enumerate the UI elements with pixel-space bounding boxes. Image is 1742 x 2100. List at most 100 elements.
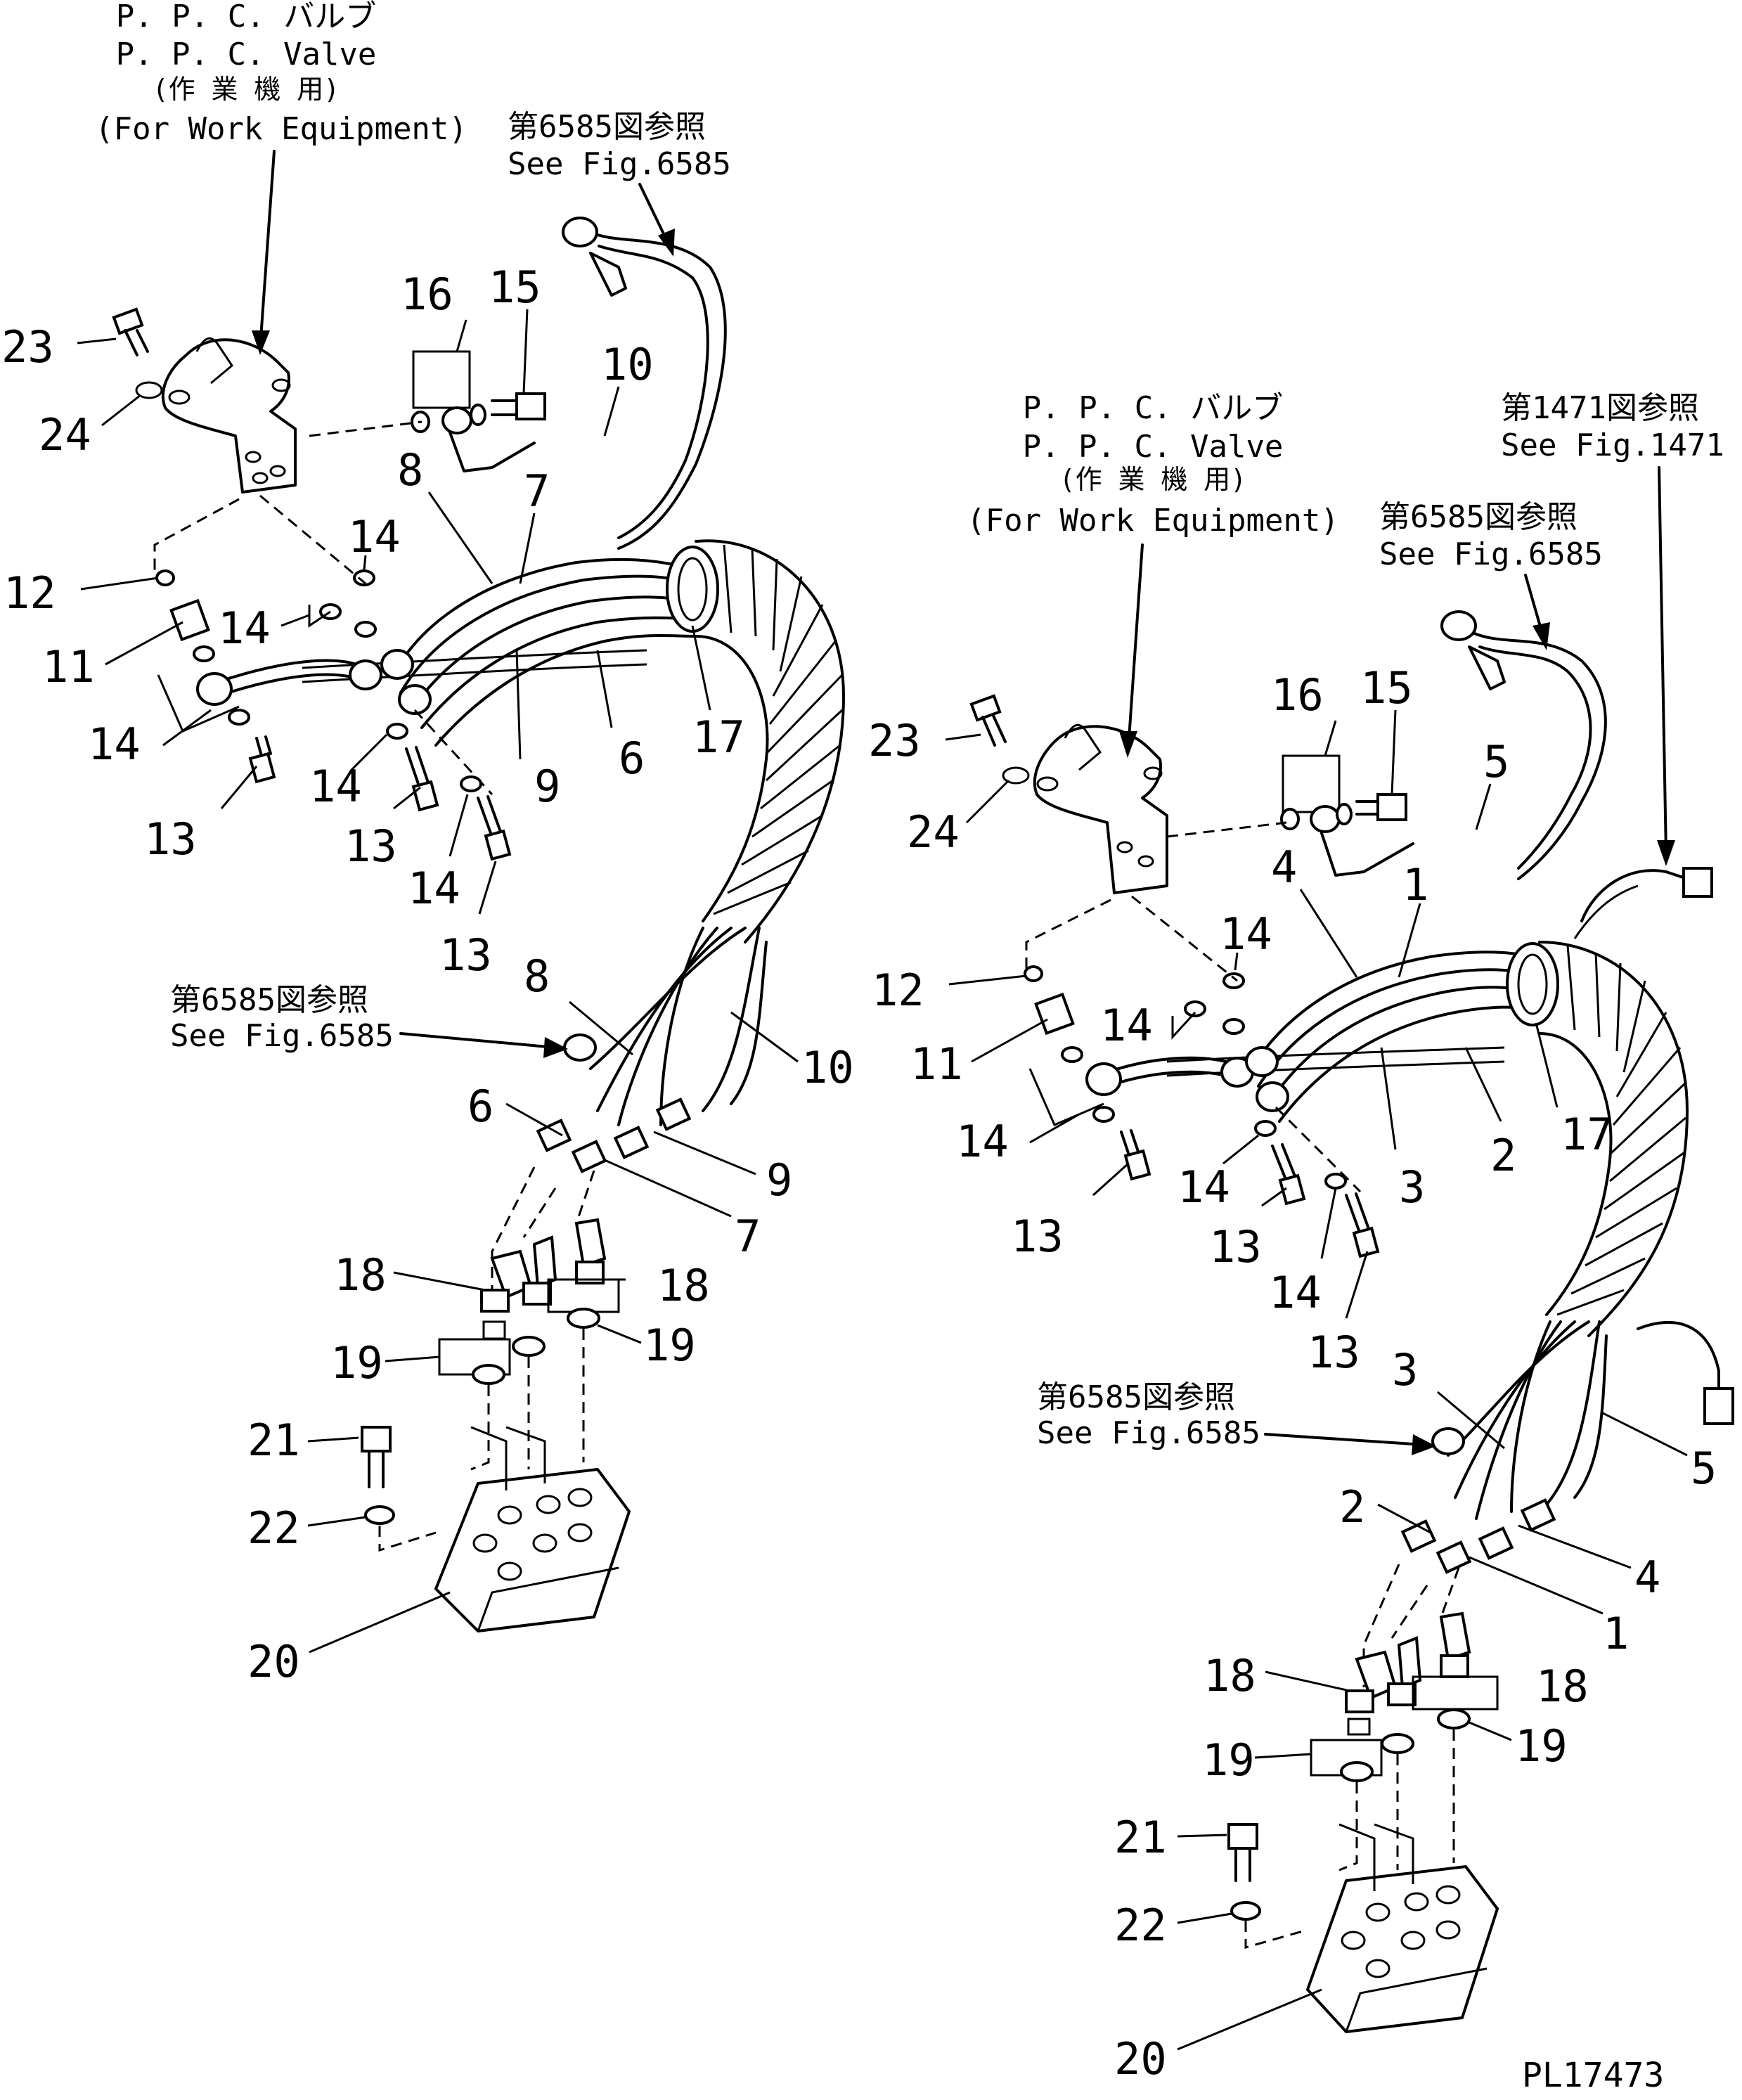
left-callout-9b: 9 — [766, 1154, 792, 1206]
left-oring-19c — [567, 1308, 600, 1329]
left-oring-12 — [155, 569, 175, 586]
left-bolt-15 — [491, 392, 546, 420]
right-callout-5b: 5 — [1691, 1443, 1717, 1494]
right-ref-mid: 第6585図参照 See Fig.6585 — [1037, 1379, 1260, 1451]
right-clamp-17 — [1506, 942, 1559, 1026]
left-clamp-17 — [666, 546, 719, 633]
left-callout-21: 21 — [247, 1415, 300, 1466]
left-callout-10a: 10 — [601, 339, 654, 390]
left-callout-14c: 14 — [88, 719, 141, 770]
left-callout-14a: 14 — [348, 511, 401, 562]
left-bolt-13c — [477, 795, 512, 861]
left-hose-10 — [589, 231, 727, 550]
right-callout-1b: 1 — [1603, 1608, 1629, 1659]
left-callout-13b: 13 — [344, 820, 397, 872]
right-elbow-16 — [1320, 832, 1414, 877]
right-callout-22: 22 — [1114, 1900, 1167, 1951]
right-bolt-15 — [1355, 793, 1407, 821]
left-ppc-arrowhead — [252, 330, 270, 355]
right-callout-11: 11 — [910, 1038, 963, 1090]
left-callout-6a: 6 — [619, 733, 645, 784]
right-callout-12: 12 — [872, 965, 924, 1016]
left-hose-10-end-fitting — [562, 217, 598, 247]
right-callout-14a: 14 — [1220, 908, 1272, 960]
left-callout-22: 22 — [247, 1502, 300, 1554]
right-block-20 — [1306, 1865, 1499, 2033]
left-fitting-16 — [441, 406, 472, 434]
left-ref-mid-en: See Fig.6585 — [170, 1018, 394, 1054]
right-callout-21: 21 — [1114, 1812, 1167, 1863]
left-ref-top-en: See Fig.6585 — [508, 146, 731, 182]
right-callout-13a: 13 — [1011, 1211, 1064, 1262]
right-callout-18a: 18 — [1204, 1650, 1256, 1701]
right-ref-top: 第6585図参照 See Fig.6585 — [1379, 499, 1603, 572]
right-bolt-23 — [969, 694, 1007, 747]
right-oring-14b1 — [1184, 1000, 1206, 1017]
left-bolt-23 — [112, 307, 149, 356]
left-callout-14e: 14 — [408, 863, 460, 914]
left-ref-top: 第6585図参照 See Fig.6585 — [508, 109, 731, 182]
right-oring-12 — [1024, 965, 1043, 982]
left-oring-14b2 — [354, 621, 377, 638]
left-callout-11: 11 — [42, 641, 95, 693]
left-ref-mid-ja: 第6585図参照 — [170, 982, 368, 1018]
left-callout-12: 12 — [4, 567, 56, 619]
right-washer-16b — [1336, 803, 1353, 825]
right-callouts: 23 24 16 15 5 4 1 14 12 14 11 14 13 14 1… — [868, 662, 1717, 2085]
left-oring-14a — [353, 569, 375, 586]
left-callout-8a: 8 — [397, 444, 423, 496]
left-callout-20: 20 — [247, 1636, 300, 1687]
right-callout-13b: 13 — [1209, 1221, 1262, 1273]
right-fitting-16 — [1310, 805, 1341, 833]
left-ppc-leader — [259, 150, 276, 349]
left-ref-top-arrowhead — [658, 228, 675, 257]
right-box-18 — [1412, 1675, 1499, 1711]
left-callout-19b: 19 — [643, 1320, 696, 1371]
left-oring-14c2 — [228, 709, 250, 726]
left-callout-18a: 18 — [334, 1249, 387, 1301]
right-ref-top-ja: 第6585図参照 — [1379, 499, 1578, 535]
right-washer-24 — [1002, 766, 1030, 785]
right-oring-14c2 — [1092, 1106, 1115, 1123]
left-assembly: P. P. C. バルブ P. P. C. Valve (作 業 機 用) (F… — [1, 0, 854, 1687]
left-oring-19b — [472, 1364, 505, 1385]
left-callout-14d: 14 — [309, 761, 362, 812]
left-oring-14c1 — [193, 645, 215, 662]
left-lower-hoses — [589, 927, 768, 1126]
right-ppc-caption-use-en: (For Work Equipment) — [967, 503, 1339, 539]
right-callout-13c: 13 — [1308, 1327, 1360, 1378]
right-harness-top — [1580, 869, 1689, 922]
left-bolt-21 — [361, 1426, 392, 1488]
right-callout-14c: 14 — [956, 1116, 1009, 1167]
right-hose-bundle — [1166, 951, 1534, 1123]
right-ref-mid-ja: 第6585図参照 — [1037, 1379, 1235, 1415]
left-bolt-13a — [248, 735, 276, 784]
right-ppc-caption: P. P. C. バルブ P. P. C. Valve (作 業 機 用) (F… — [967, 390, 1339, 539]
right-hose-5-end-fitting — [1440, 610, 1477, 641]
right-callout-leaders — [945, 709, 1688, 2051]
right-assembly: P. P. C. バルブ P. P. C. Valve (作 業 機 用) (F… — [868, 390, 1734, 2085]
left-ref-mid: 第6585図参照 See Fig.6585 — [170, 982, 394, 1054]
left-bolt-13b — [405, 746, 439, 812]
right-callout-3b: 3 — [1392, 1344, 1418, 1396]
left-fittings-lower — [536, 1033, 692, 1173]
right-washer-22 — [1230, 1901, 1261, 1921]
right-ref-1471-leader — [1658, 466, 1667, 856]
right-callout-18b: 18 — [1536, 1661, 1589, 1712]
left-ref-top-leader — [638, 183, 669, 244]
left-washer-16b — [470, 404, 486, 426]
right-fittings-lower — [1400, 1427, 1556, 1574]
right-bolt-13c — [1345, 1192, 1380, 1258]
left-callout-16: 16 — [401, 269, 453, 320]
right-bolt-13a — [1120, 1129, 1151, 1181]
right-ref-mid-en: See Fig.6585 — [1037, 1415, 1260, 1451]
right-callout-2a: 2 — [1490, 1130, 1516, 1181]
left-callouts: 23 24 16 15 10 8 7 14 12 14 11 14 13 14 … — [1, 262, 854, 1687]
left-callout-8b: 8 — [524, 951, 550, 1002]
right-oring-14e — [1324, 1173, 1347, 1190]
right-oring-19c — [1437, 1708, 1471, 1729]
right-callout-4b: 4 — [1634, 1552, 1660, 1603]
right-hose-5 — [1471, 631, 1607, 880]
left-spiral-guard — [695, 539, 845, 943]
